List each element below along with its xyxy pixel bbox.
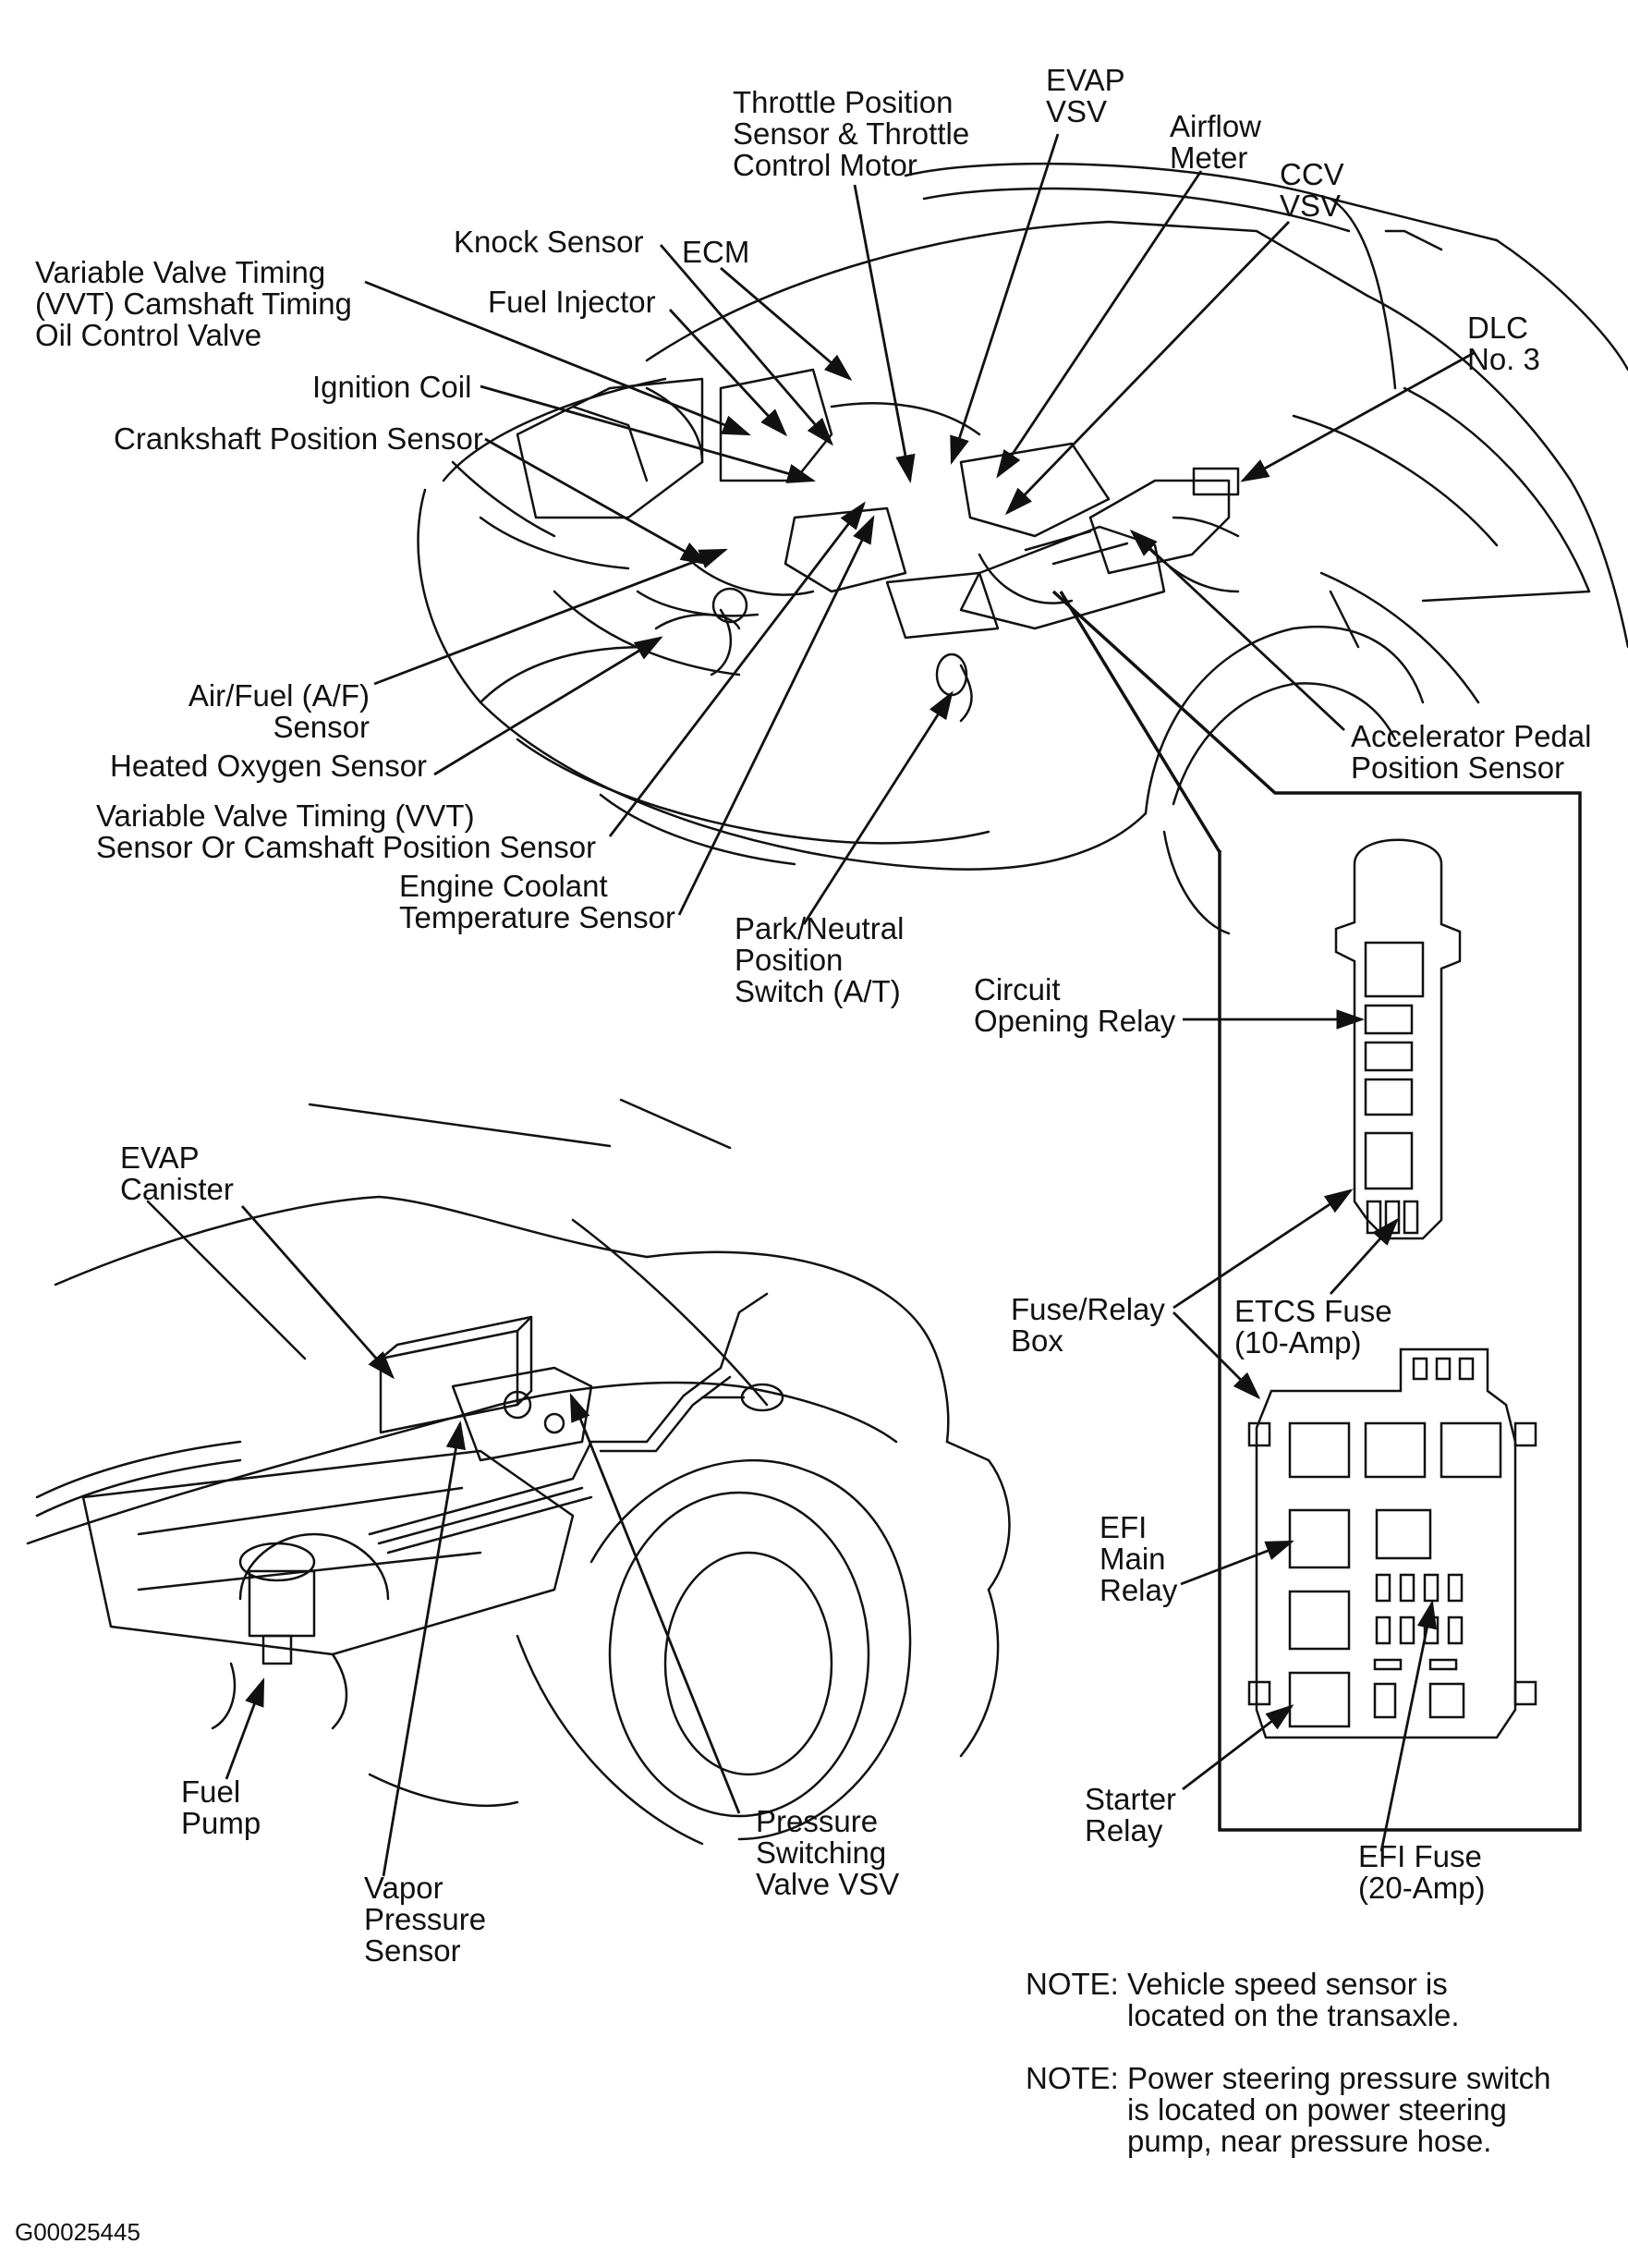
leader-dlc3 bbox=[1240, 351, 1475, 482]
label-vvt-oil-control-valve: Variable Valve Timing (VVT) Camshaft Tim… bbox=[35, 255, 352, 352]
leader-ho2s bbox=[433, 636, 663, 776]
label-evap-canister: EVAP Canister bbox=[120, 1140, 234, 1206]
leader-efi-main-relay bbox=[1180, 1540, 1294, 1586]
label-evap-vsv: EVAP VSV bbox=[1046, 63, 1125, 128]
label-dlc3: DLC No. 3 bbox=[1467, 311, 1540, 376]
label-engine-coolant-temperature-sensor: Engine Coolant Temperature Sensor bbox=[399, 869, 675, 934]
leader-vvt-ocv bbox=[364, 280, 751, 436]
fuse-relay-box-drawing bbox=[1247, 1347, 1537, 1739]
leader-lines bbox=[225, 133, 1475, 1877]
label-pressure-switching-valve-vsv: Pressure Switching Valve VSV bbox=[756, 1804, 900, 1901]
leader-fuel-injector bbox=[668, 309, 788, 437]
label-vapor-pressure-sensor: Vapor Pressure Sensor bbox=[364, 1871, 487, 1968]
leader-starter-relay bbox=[1182, 1704, 1294, 1791]
label-park-neutral-position-switch: Park/Neutral Position Switch (A/T) bbox=[735, 911, 905, 1008]
leader-fuel-pump bbox=[225, 1677, 265, 1780]
label-vvt-sensor: Variable Valve Timing (VVT) Sensor Or Ca… bbox=[96, 799, 597, 864]
label-etcs-fuse: ETCS Fuse (10-Amp) bbox=[1234, 1294, 1392, 1360]
leader-evap-canister bbox=[240, 1205, 395, 1380]
label-fuse-relay-box: Fuse/Relay Box bbox=[1011, 1292, 1165, 1358]
leader-vvt-sensor bbox=[608, 501, 866, 837]
leader-pnp bbox=[802, 690, 954, 925]
note-power-steering-pressure-switch: NOTE: Power steering pressure switch is … bbox=[1026, 2063, 1617, 2159]
leader-ignition-coil bbox=[480, 384, 816, 483]
note-text: Vehicle speed sensor is located on the t… bbox=[1127, 1967, 1460, 2032]
leader-fuse-relay-box-2 bbox=[1172, 1311, 1261, 1400]
label-starter-relay: Starter Relay bbox=[1085, 1782, 1177, 1847]
leader-airflow bbox=[996, 170, 1203, 479]
label-circuit-opening-relay: Circuit Opening Relay bbox=[974, 972, 1176, 1038]
leader-vapor-pressure bbox=[382, 1420, 466, 1877]
label-airflow-meter: Airflow Meter bbox=[1170, 109, 1262, 175]
label-crankshaft-position-sensor: Crankshaft Position Sensor bbox=[114, 421, 483, 456]
label-throttle-position-sensor: Throttle Position Sensor & Throttle Cont… bbox=[733, 85, 970, 182]
label-efi-fuse: EFI Fuse (20-Amp) bbox=[1358, 1839, 1486, 1905]
label-ccv-vsv: CCV VSV bbox=[1280, 157, 1344, 223]
note-key: NOTE: bbox=[1026, 2061, 1119, 2095]
leader-ecm bbox=[720, 266, 853, 382]
leader-app bbox=[1129, 529, 1345, 732]
label-fuel-pump: Fuel Pump bbox=[181, 1774, 261, 1840]
vehicle-rear-drawing bbox=[26, 1098, 1011, 1846]
label-efi-main-relay: EFI Main Relay bbox=[1100, 1510, 1178, 1607]
fuse-relay-callout-box bbox=[1051, 590, 1582, 1832]
figure-code: G00025445 bbox=[15, 2218, 140, 2246]
leader-efi-fuse bbox=[1379, 1599, 1438, 1852]
leader-evap-vsv bbox=[950, 133, 1060, 465]
leader-af-sensor bbox=[373, 548, 728, 686]
leader-knock bbox=[659, 244, 834, 446]
leader-ckp bbox=[484, 437, 710, 566]
label-air-fuel-sensor: Air/Fuel (A/F) Sensor bbox=[188, 678, 370, 744]
note-vehicle-speed-sensor: NOTE: Vehicle speed sensor is located on… bbox=[1026, 1969, 1598, 2033]
leader-tps bbox=[853, 184, 916, 484]
vehicle-front-drawing bbox=[417, 162, 1628, 935]
label-accelerator-pedal-position-sensor: Accelerator Pedal Position Sensor bbox=[1351, 719, 1592, 785]
note-text: Power steering pressure switch is locate… bbox=[1127, 2061, 1551, 2158]
leader-ccv-vsv bbox=[1004, 221, 1291, 516]
leader-ect bbox=[677, 515, 875, 916]
label-ecm: ECM bbox=[682, 235, 750, 269]
label-ignition-coil: Ignition Coil bbox=[312, 370, 472, 404]
label-heated-oxygen-sensor: Heated Oxygen Sensor bbox=[110, 749, 428, 783]
leader-etcs-fuse bbox=[1329, 1217, 1400, 1295]
label-knock-sensor: Knock Sensor bbox=[454, 225, 644, 259]
leader-psv-vsv bbox=[569, 1393, 741, 1814]
note-key: NOTE: bbox=[1026, 1967, 1119, 2001]
relay-block-drawing bbox=[1334, 838, 1462, 1240]
label-fuel-injector: Fuel Injector bbox=[488, 285, 656, 319]
leader-fuse-relay-box-1 bbox=[1172, 1189, 1354, 1310]
